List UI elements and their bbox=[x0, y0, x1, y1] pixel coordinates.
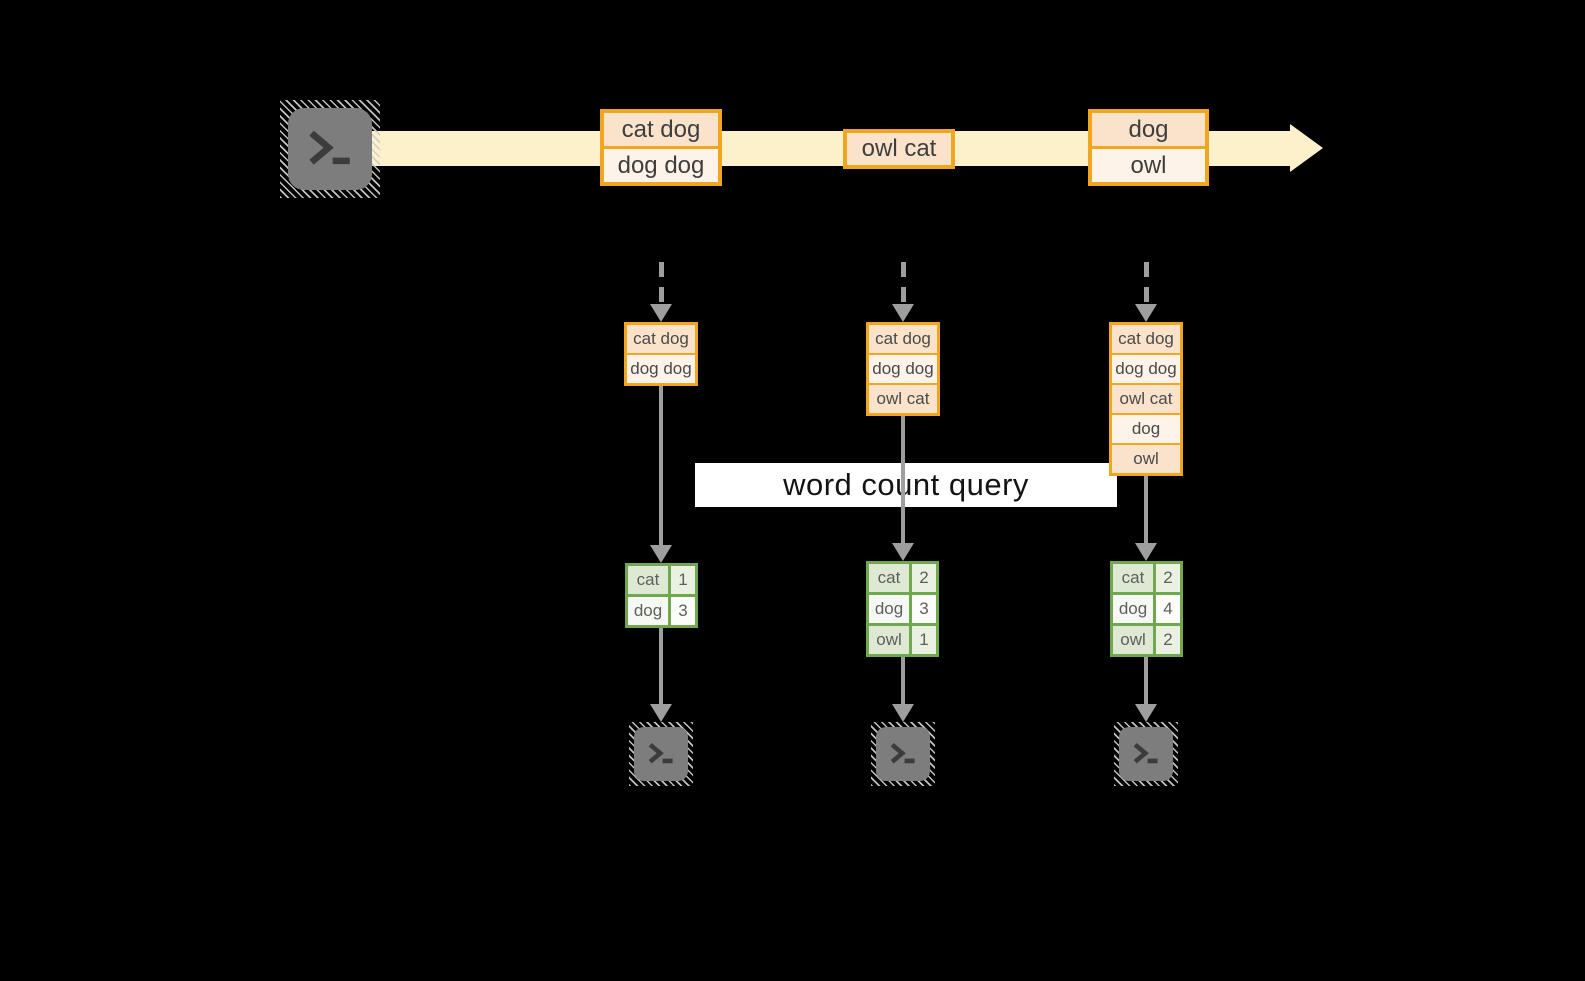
table-row: owl 1 bbox=[869, 626, 936, 654]
word-cell: cat bbox=[869, 564, 909, 592]
table-row: cat 1 bbox=[628, 566, 695, 594]
connector-line bbox=[901, 416, 905, 543]
state-row: dog bbox=[1112, 415, 1180, 443]
terminal-prompt-icon bbox=[309, 130, 350, 165]
state-row: owl bbox=[1112, 445, 1180, 473]
terminal-icon bbox=[876, 727, 930, 781]
arrowhead-icon bbox=[892, 704, 914, 722]
count-cell: 1 bbox=[671, 566, 695, 594]
stream-event: owl cat bbox=[847, 133, 951, 165]
word-cell: owl bbox=[869, 626, 909, 654]
count-table-2: cat 2 dog 3 owl 1 bbox=[866, 561, 939, 657]
count-table-3: cat 2 dog 4 owl 2 bbox=[1110, 561, 1183, 657]
word-cell: dog bbox=[1113, 595, 1153, 623]
state-row: cat dog bbox=[1112, 325, 1180, 353]
word-cell: cat bbox=[628, 566, 668, 594]
dashed-arrow-line bbox=[1144, 262, 1149, 304]
dashed-arrow-line bbox=[901, 262, 906, 304]
stream-event-box-3: dog owl bbox=[1088, 109, 1209, 186]
sink-terminal-icon-2 bbox=[871, 722, 935, 786]
table-row: dog 3 bbox=[869, 595, 936, 623]
terminal-icon bbox=[288, 108, 372, 190]
stream-event-box-2: owl cat bbox=[843, 129, 955, 169]
word-cell: cat bbox=[1113, 564, 1153, 592]
connector-line bbox=[1144, 476, 1148, 543]
query-label-band: word count query bbox=[695, 463, 1117, 507]
source-terminal-icon bbox=[280, 100, 380, 198]
stream-event-box-1: cat dog dog dog bbox=[600, 109, 722, 186]
dashed-arrowhead-icon bbox=[1135, 304, 1157, 322]
table-row: cat 2 bbox=[1113, 564, 1180, 592]
state-row: dog dog bbox=[627, 355, 695, 383]
table-row: dog 3 bbox=[628, 597, 695, 625]
count-cell: 2 bbox=[912, 564, 936, 592]
state-row: cat dog bbox=[869, 325, 937, 353]
count-cell: 1 bbox=[912, 626, 936, 654]
terminal-prompt-icon bbox=[1133, 742, 1158, 764]
connector-line bbox=[659, 386, 663, 545]
terminal-prompt-icon bbox=[890, 742, 915, 764]
state-stack-3: cat dog dog dog owl cat dog owl bbox=[1109, 322, 1183, 476]
word-cell: dog bbox=[869, 595, 909, 623]
count-cell: 3 bbox=[912, 595, 936, 623]
terminal-icon bbox=[1119, 727, 1173, 781]
count-cell: 3 bbox=[671, 597, 695, 625]
sink-terminal-icon-1 bbox=[629, 722, 693, 786]
sink-terminal-icon-3 bbox=[1114, 722, 1178, 786]
stream-event: owl bbox=[1092, 149, 1205, 182]
connector-line bbox=[901, 657, 905, 704]
count-table-1: cat 1 dog 3 bbox=[625, 563, 698, 628]
state-row: dog dog bbox=[1112, 355, 1180, 383]
table-row: cat 2 bbox=[869, 564, 936, 592]
connector-line bbox=[1144, 657, 1148, 704]
count-cell: 2 bbox=[1156, 564, 1180, 592]
terminal-icon bbox=[634, 727, 688, 781]
count-cell: 2 bbox=[1156, 626, 1180, 654]
count-cell: 4 bbox=[1156, 595, 1180, 623]
word-cell: dog bbox=[628, 597, 668, 625]
stream-event: dog dog bbox=[604, 149, 718, 182]
state-row: owl cat bbox=[869, 385, 937, 413]
arrowhead-icon bbox=[650, 704, 672, 722]
word-cell: owl bbox=[1113, 626, 1153, 654]
arrowhead-icon bbox=[650, 545, 672, 563]
stream-arrowhead-icon bbox=[1290, 124, 1323, 172]
state-stack-1: cat dog dog dog bbox=[624, 322, 698, 386]
state-stack-2: cat dog dog dog owl cat bbox=[866, 322, 940, 416]
dashed-arrow-line bbox=[659, 262, 664, 304]
table-row: owl 2 bbox=[1113, 626, 1180, 654]
query-label: word count query bbox=[783, 467, 1029, 502]
stream-event: cat dog bbox=[604, 113, 718, 146]
connector-line bbox=[659, 628, 663, 704]
state-row: owl cat bbox=[1112, 385, 1180, 413]
state-row: dog dog bbox=[869, 355, 937, 383]
table-row: dog 4 bbox=[1113, 595, 1180, 623]
terminal-prompt-icon bbox=[648, 742, 673, 764]
arrowhead-icon bbox=[1135, 704, 1157, 722]
dashed-arrowhead-icon bbox=[650, 304, 672, 322]
arrowhead-icon bbox=[892, 543, 914, 561]
arrowhead-icon bbox=[1135, 543, 1157, 561]
dashed-arrowhead-icon bbox=[892, 304, 914, 322]
state-row: cat dog bbox=[627, 325, 695, 353]
stream-event: dog bbox=[1092, 113, 1205, 146]
